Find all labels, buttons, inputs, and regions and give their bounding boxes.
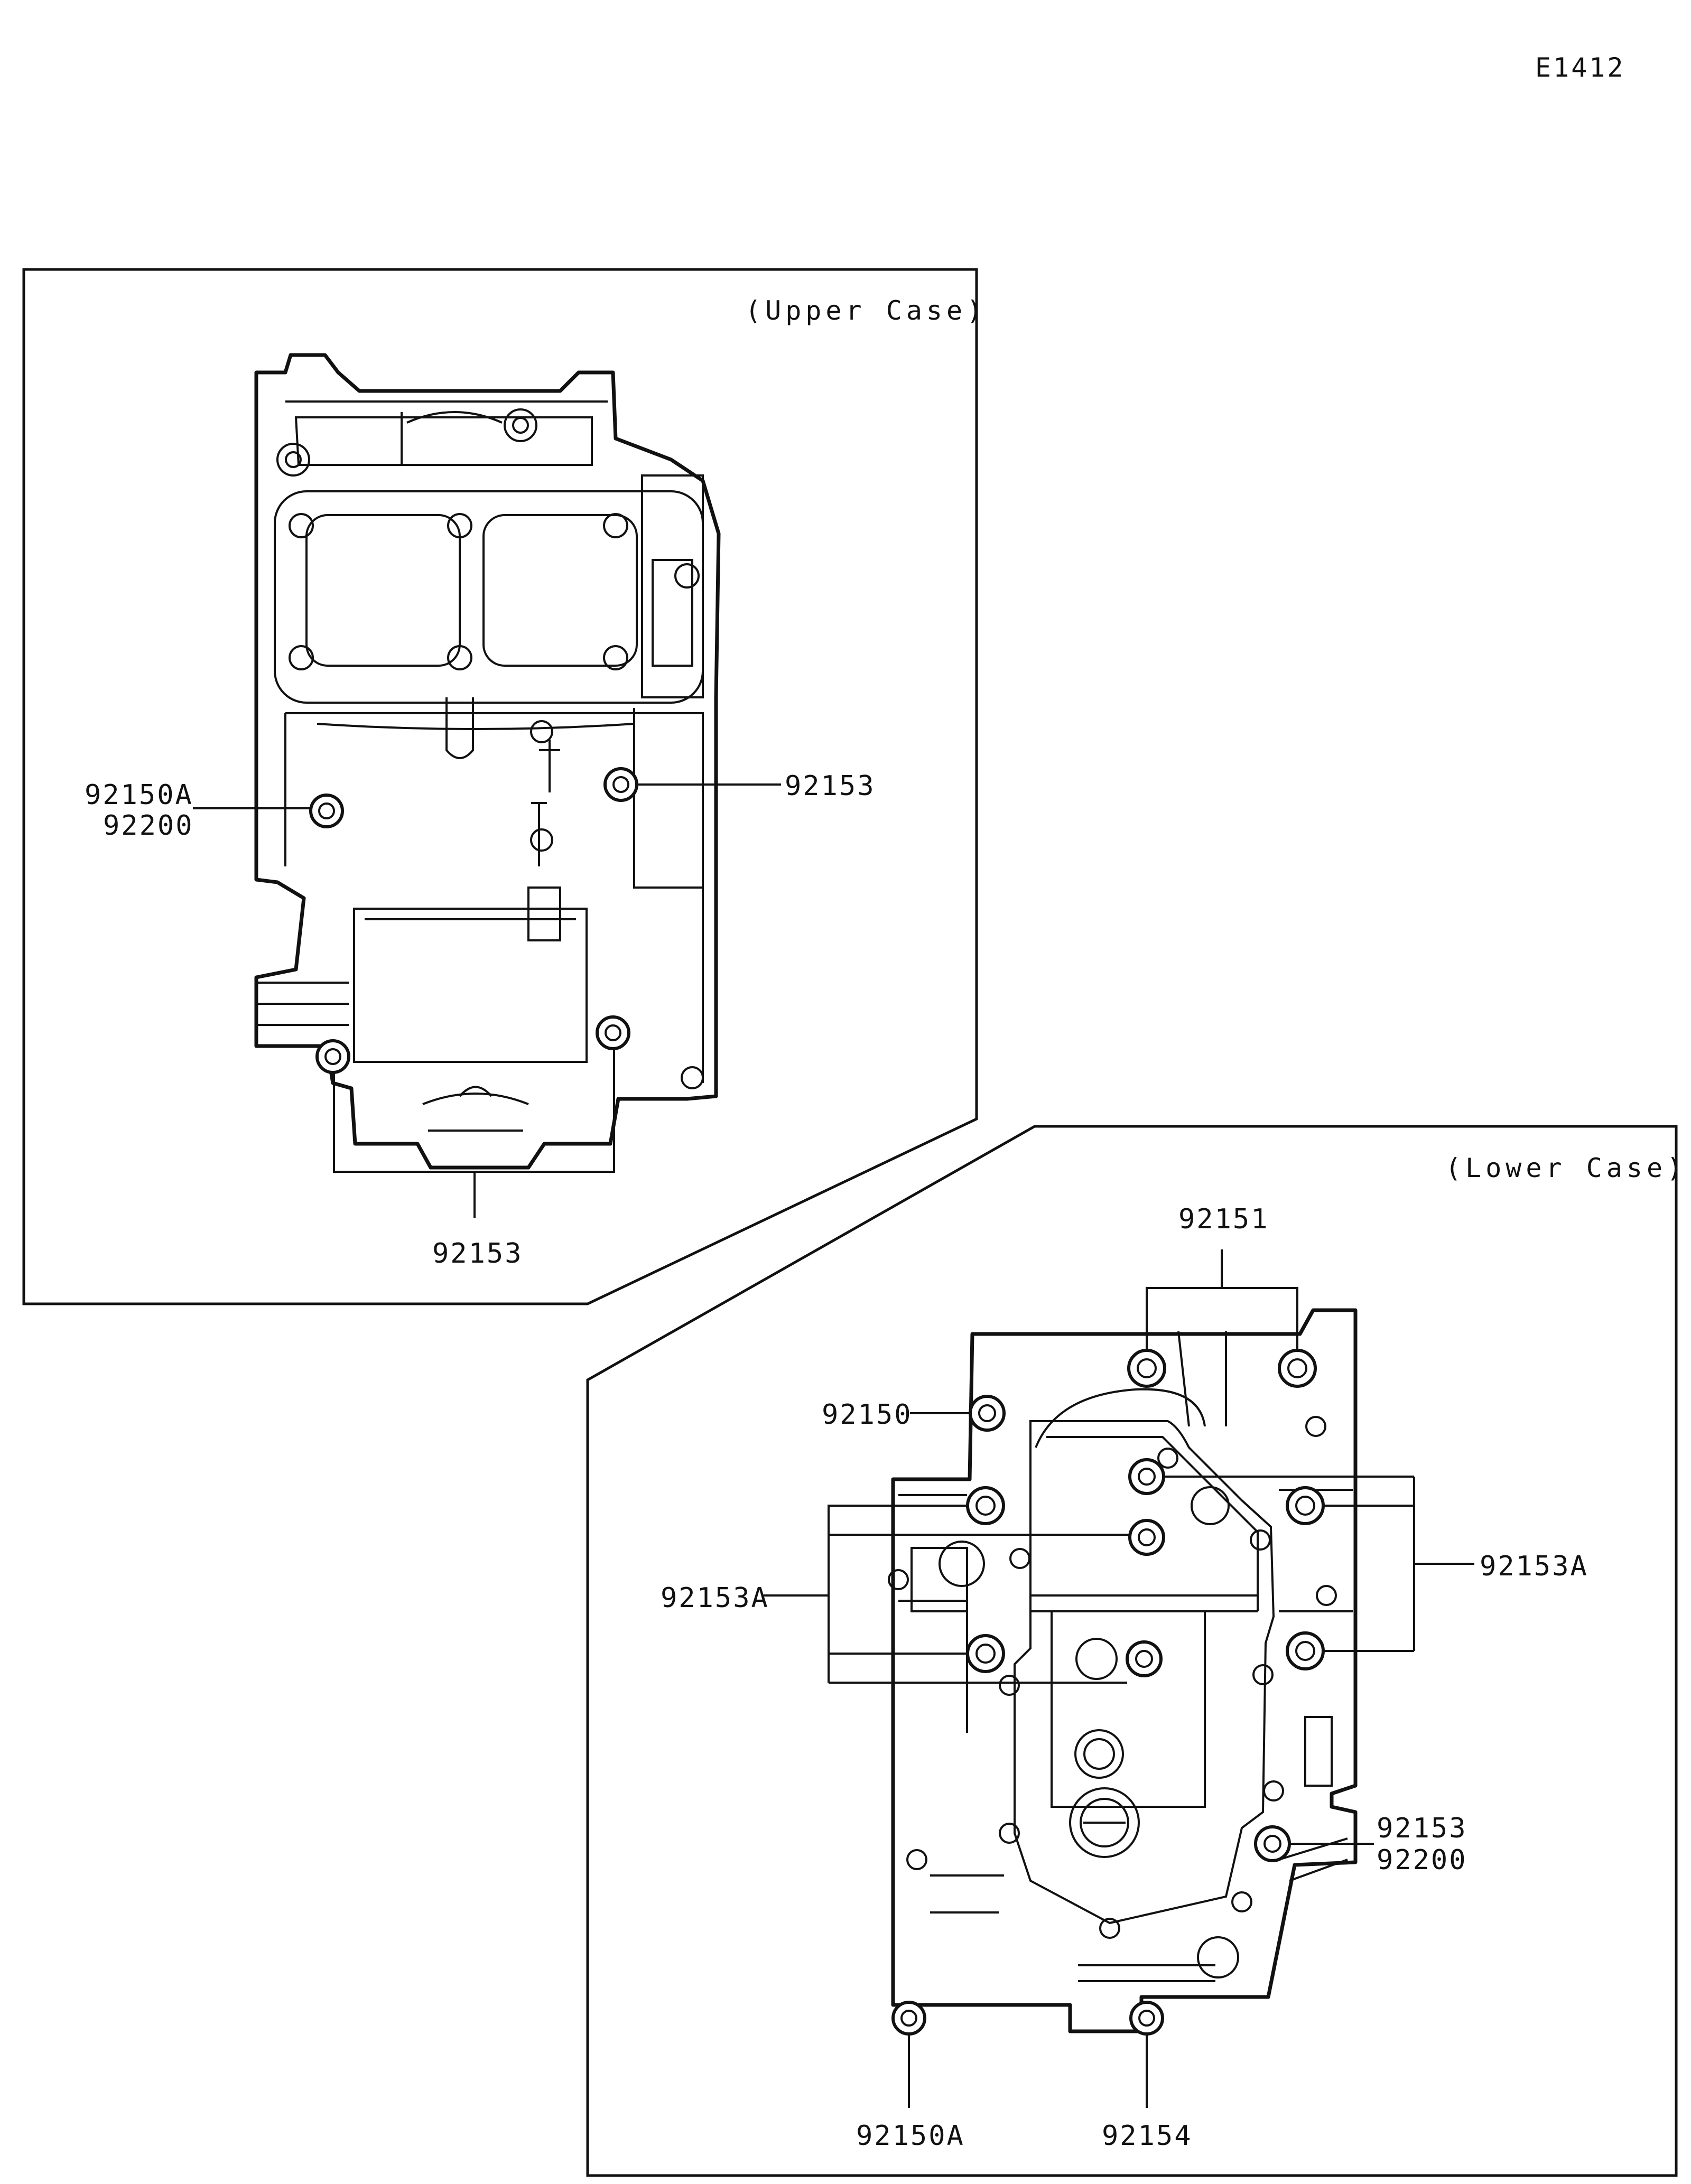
label-92153-upper-right: 92153 bbox=[785, 770, 876, 802]
bolt-92153-lower bbox=[1254, 1825, 1291, 1862]
bolt-92150a-lower bbox=[891, 2001, 926, 2036]
label-92200-lower: 92200 bbox=[1377, 1844, 1467, 1876]
upper-crankcase-drawing bbox=[254, 353, 721, 1170]
label-92151: 92151 bbox=[1178, 1203, 1269, 1235]
bolt-92153a-5 bbox=[966, 1634, 1005, 1673]
lower-case-bolts bbox=[891, 1349, 1325, 2036]
lower-case-title: (Lower Case) bbox=[1445, 1153, 1687, 1183]
label-92200-upper: 92200 bbox=[103, 810, 194, 842]
label-92154: 92154 bbox=[1102, 2120, 1193, 2152]
bolt-92154 bbox=[1129, 2001, 1164, 2036]
lower-crankcase-drawing bbox=[888, 1308, 1358, 2033]
label-92153a-left: 92153A bbox=[661, 1582, 769, 1614]
diagram-code: E1412 bbox=[1535, 52, 1625, 83]
label-92150a-upper: 92150A bbox=[85, 779, 193, 811]
bolt-92153a-7 bbox=[1286, 1631, 1325, 1670]
bolt-92150a-upper bbox=[309, 794, 344, 828]
bolt-92151-left bbox=[1127, 1349, 1166, 1388]
lower-case-frame bbox=[586, 1125, 1678, 2177]
label-92150: 92150 bbox=[822, 1399, 913, 1431]
bolt-92153-upper-right bbox=[603, 767, 638, 802]
bolt-92151-right bbox=[1278, 1349, 1317, 1388]
bolt-92153a-1 bbox=[966, 1486, 1005, 1525]
bolt-92153a-2 bbox=[1128, 1458, 1165, 1495]
bolt-92153a-6 bbox=[1126, 1640, 1163, 1677]
label-92153-lower: 92153 bbox=[1377, 1813, 1467, 1844]
label-92153-upper-bottom: 92153 bbox=[432, 1238, 523, 1270]
bolt-92153a-4 bbox=[1286, 1486, 1325, 1525]
upper-case-panel: (Upper Case) bbox=[22, 268, 987, 1305]
upper-case-title: (Upper Case) bbox=[745, 295, 987, 326]
lower-case-panel: (Lower Case) bbox=[586, 1125, 1687, 2177]
lower-case-leaders bbox=[764, 1249, 1474, 2108]
label-92150a-lower: 92150A bbox=[856, 2120, 965, 2152]
bolt-92153-upper-bottom-left bbox=[315, 1039, 350, 1074]
upper-case-frame bbox=[22, 268, 978, 1305]
bolt-92153-upper-bottom-right bbox=[596, 1015, 630, 1050]
upper-case-bolts bbox=[309, 767, 638, 1074]
bolt-92150 bbox=[969, 1395, 1006, 1432]
upper-case-leaders bbox=[193, 783, 781, 1218]
bolt-92153a-3 bbox=[1128, 1519, 1165, 1556]
label-92153a-right: 92153A bbox=[1480, 1551, 1588, 1582]
